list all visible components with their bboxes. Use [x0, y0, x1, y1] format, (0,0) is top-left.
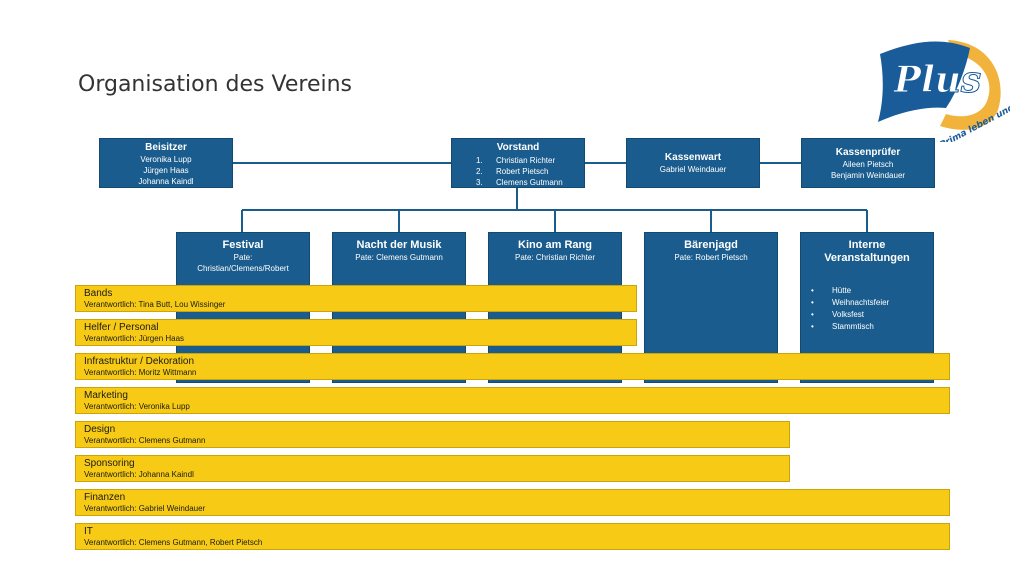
vorstand-title: Vorstand: [496, 142, 540, 153]
list-item: •Volksfest: [811, 310, 865, 319]
team-responsible: Verantwortlich: Johanna Kaindl: [84, 470, 194, 479]
vorstand-member: 3.Clemens Gutmann: [476, 178, 563, 187]
team-responsible: Verantwortlich: Veronika Lupp: [84, 402, 190, 411]
beisitzer-title: Beisitzer: [145, 142, 187, 153]
team-responsible: Verantwortlich: Clemens Gutmann, Robert …: [84, 538, 263, 547]
team-name: Infrastruktur / Dekoration: [84, 356, 195, 367]
team-bar-design: Design Verantwortlich: Clemens Gutmann: [75, 421, 790, 448]
list-item: •Stammtisch: [811, 322, 874, 331]
team-responsible: Verantwortlich: Tina Butt, Lou Wissinger: [84, 300, 226, 309]
kassenpruefer-title: Kassenprüfer: [835, 147, 901, 158]
team-responsible: Verantwortlich: Jürgen Haas: [84, 334, 185, 343]
logo-blue-wave: [878, 41, 970, 122]
team-name: Design: [84, 424, 116, 435]
team-bar-it: IT Verantwortlich: Clemens Gutmann, Robe…: [75, 523, 950, 550]
logo-gold-swoosh: [940, 40, 1001, 130]
vorstand-list: 1.Christian Richter 2.Robert Pietsch 3.C…: [452, 155, 584, 188]
team-responsible: Verantwortlich: Moritz Wittmann: [84, 368, 197, 377]
team-bar-bands: Bands Verantwortlich: Tina Butt, Lou Wis…: [75, 285, 637, 312]
kassenpruefer-member: Aileen Pietsch: [842, 160, 894, 169]
beisitzer-member: Johanna Kaindl: [138, 177, 194, 186]
event-pate: Pate: Clemens Gutmann: [355, 253, 443, 262]
event-title: Kino am Rang: [518, 239, 592, 251]
event-pate-names: Christian/Clemens/Robert: [197, 264, 289, 273]
event-title: Interne Veranstaltungen: [824, 239, 910, 264]
team-bar-marketing: Marketing Verantwortlich: Veronika Lupp: [75, 387, 950, 414]
team-bar-helfer: Helfer / Personal Verantwortlich: Jürgen…: [75, 319, 637, 346]
team-name: Helfer / Personal: [84, 322, 159, 333]
team-responsible: Verantwortlich: Gabriel Weindauer: [84, 504, 206, 513]
team-bar-sponsoring: Sponsoring Verantwortlich: Johanna Kaind…: [75, 455, 790, 482]
beisitzer-member: Jürgen Haas: [143, 166, 189, 175]
list-item: •Hütte: [811, 286, 852, 295]
team-name: Finanzen: [84, 492, 126, 503]
event-title: Bärenjagd: [684, 239, 738, 251]
team-name: Marketing: [84, 390, 128, 401]
box-kassenpruefer: Kassenprüfer Aileen Pietsch Benjamin Wei…: [801, 138, 935, 188]
box-beisitzer: Beisitzer Veronika Lupp Jürgen Haas Joha…: [99, 138, 233, 188]
team-name: Bands: [84, 288, 113, 299]
kassenpruefer-member: Benjamin Weindauer: [830, 171, 906, 180]
interne-list: •Hütte •Weihnachtsfeier •Volksfest •Stam…: [801, 285, 933, 333]
box-vorstand: Vorstand 1.Christian Richter 2.Robert Pi…: [451, 138, 585, 188]
list-item: •Weihnachtsfeier: [811, 298, 890, 307]
team-name: IT: [84, 526, 93, 537]
event-title: Nacht der Musik: [356, 239, 442, 251]
event-pate: Pate: Christian Richter: [514, 253, 596, 262]
team-responsible: Verantwortlich: Clemens Gutmann: [84, 436, 206, 445]
kassenwart-title: Kassenwart: [664, 152, 722, 163]
event-pate: Pate: Robert Pietsch: [674, 253, 748, 262]
vorstand-member: 1.Christian Richter: [476, 156, 556, 165]
logo-word: Plus: [893, 59, 981, 101]
team-name: Sponsoring: [84, 458, 135, 469]
page-title: Organisation des Vereins: [78, 72, 353, 97]
plus-logo: Plus Prima leben und stereo: [878, 40, 1010, 142]
team-bar-infrastruktur: Infrastruktur / Dekoration Verantwortlic…: [75, 353, 950, 380]
vorstand-member: 2.Robert Pietsch: [476, 167, 549, 176]
team-bar-finanzen: Finanzen Verantwortlich: Gabriel Weindau…: [75, 489, 950, 516]
event-pate: Pate:: [233, 253, 253, 262]
event-title: Festival: [222, 239, 264, 251]
beisitzer-member: Veronika Lupp: [140, 155, 192, 164]
kassenwart-member: Gabriel Weindauer: [659, 165, 727, 174]
box-kassenwart: Kassenwart Gabriel Weindauer: [626, 138, 760, 188]
